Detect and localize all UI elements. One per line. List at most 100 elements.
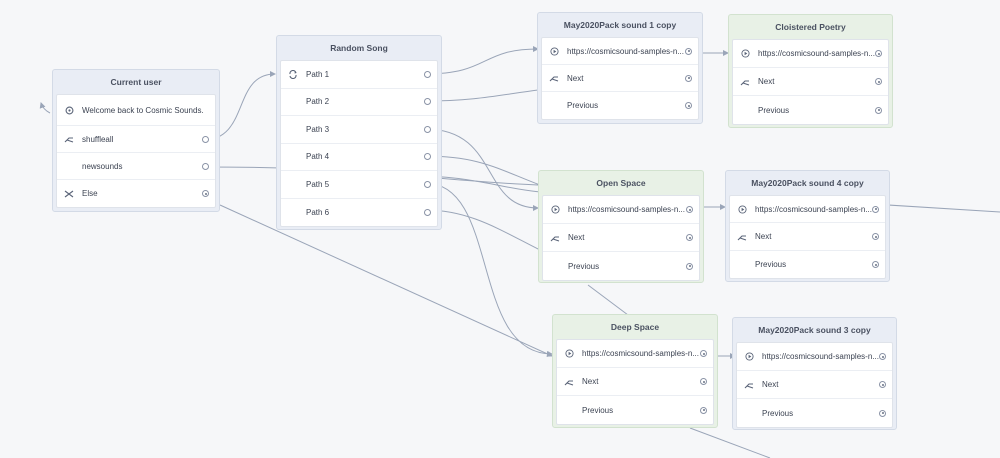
- node-row[interactable]: https://cosmicsound-samples-n...: [737, 343, 892, 371]
- output-port[interactable]: [202, 135, 209, 143]
- node-cloistered-poetry[interactable]: Cloistered Poetry https://cosmicsound-sa…: [728, 14, 893, 128]
- output-port[interactable]: [685, 102, 692, 109]
- node-deep-space[interactable]: Deep Space https://cosmicsound-samples-n…: [552, 314, 718, 428]
- node-row[interactable]: Next: [737, 371, 892, 399]
- node-row[interactable]: Path 6: [281, 199, 437, 227]
- row-label: Next: [762, 380, 779, 389]
- row-label: Next: [568, 233, 585, 242]
- node-row[interactable]: Previous: [543, 252, 699, 280]
- node-row[interactable]: Next: [543, 224, 699, 252]
- node-row[interactable]: https://cosmicsound-samples-n...: [543, 196, 699, 224]
- output-port[interactable]: [686, 234, 693, 241]
- branch-icon: [562, 378, 576, 386]
- output-port[interactable]: [875, 50, 882, 57]
- connection-line: [424, 155, 541, 186]
- output-port[interactable]: [424, 208, 431, 216]
- branch-icon: [735, 233, 749, 241]
- row-label: Path 6: [306, 207, 330, 217]
- node-row[interactable]: Next: [733, 68, 888, 96]
- node-rows: https://cosmicsound-samples-n... Next Pr…: [732, 39, 889, 125]
- output-port[interactable]: [424, 180, 431, 188]
- node-row[interactable]: https://cosmicsound-samples-n...: [733, 40, 888, 68]
- branch-icon: [62, 135, 76, 143]
- node-row[interactable]: https://cosmicsound-samples-n...: [542, 38, 698, 65]
- node-row[interactable]: Next: [542, 65, 698, 92]
- node-rows: https://cosmicsound-samples-n... Next Pr…: [556, 339, 714, 425]
- output-port[interactable]: [872, 233, 879, 240]
- node-may-sound-4[interactable]: May2020Pack sound 4 copy https://cosmics…: [725, 170, 890, 282]
- output-port[interactable]: [879, 381, 886, 388]
- node-row[interactable]: newsounds: [57, 153, 215, 180]
- node-row[interactable]: Path 3: [281, 116, 437, 144]
- output-port[interactable]: [700, 406, 707, 414]
- play-icon: [742, 352, 756, 361]
- node-row[interactable]: Next: [557, 368, 713, 396]
- node-may-sound-1[interactable]: May2020Pack sound 1 copy https://cosmics…: [537, 12, 703, 124]
- row-label: Previous: [758, 105, 790, 115]
- output-port[interactable]: [685, 47, 692, 55]
- node-row[interactable]: Previous: [542, 92, 698, 119]
- output-port[interactable]: [424, 153, 431, 161]
- node-title: May2020Pack sound 3 copy: [758, 325, 871, 335]
- node-title: May2020Pack sound 1 copy: [563, 20, 677, 30]
- branch-icon: [738, 78, 752, 86]
- node-row[interactable]: Previous: [737, 399, 892, 427]
- row-label: shuffleall: [82, 134, 114, 144]
- branch-icon: [742, 381, 756, 389]
- connection-line: [39, 102, 51, 114]
- node-row[interactable]: Previous: [730, 251, 885, 278]
- node-row[interactable]: shuffleall: [57, 126, 215, 153]
- node-row[interactable]: Previous: [557, 396, 713, 424]
- node-may-sound-3[interactable]: May2020Pack sound 3 copy https://cosmics…: [732, 317, 897, 430]
- row-label: https://cosmicsound-samples-n...: [568, 205, 685, 214]
- output-port[interactable]: [875, 106, 882, 114]
- row-label: Next: [755, 232, 772, 241]
- output-port[interactable]: [686, 262, 693, 270]
- branch-icon: [548, 234, 562, 242]
- row-label: Next: [758, 77, 775, 86]
- node-row[interactable]: Path 4: [281, 144, 437, 171]
- node-row[interactable]: Path 2: [281, 89, 437, 116]
- output-port[interactable]: [202, 190, 209, 197]
- output-port[interactable]: [872, 261, 879, 268]
- output-port[interactable]: [879, 409, 886, 417]
- row-label: Previous: [755, 260, 787, 269]
- play-icon: [547, 46, 561, 56]
- row-label: Else: [82, 189, 98, 198]
- output-port[interactable]: [686, 206, 693, 213]
- node-row[interactable]: Else: [57, 180, 215, 207]
- row-label: Previous: [762, 408, 794, 418]
- output-port[interactable]: [424, 125, 431, 133]
- node-row[interactable]: Welcome back to Cosmic Sounds.: [57, 95, 215, 126]
- branch-icon: [547, 74, 561, 82]
- row-label: https://cosmicsound-samples-n...: [582, 349, 699, 358]
- output-port[interactable]: [700, 378, 707, 385]
- play-icon: [738, 49, 752, 58]
- node-open-space[interactable]: Open Space https://cosmicsound-samples-n…: [538, 170, 704, 283]
- row-label: https://cosmicsound-samples-n...: [755, 204, 872, 214]
- node-random-song[interactable]: Random Song Path 1 Path 2 Path 3: [276, 35, 442, 230]
- connection-line: [424, 175, 541, 193]
- repeat-icon: [286, 69, 300, 79]
- output-port[interactable]: [424, 98, 431, 106]
- node-row[interactable]: Previous: [733, 96, 888, 124]
- node-row[interactable]: Next: [730, 223, 885, 251]
- output-port[interactable]: [700, 350, 707, 357]
- connection-line: [689, 427, 771, 458]
- output-port[interactable]: [685, 74, 692, 82]
- output-port[interactable]: [879, 353, 886, 360]
- connection-line: [587, 284, 629, 316]
- output-port[interactable]: [202, 162, 209, 170]
- row-label: Path 5: [306, 179, 330, 189]
- output-port[interactable]: [424, 70, 431, 78]
- node-row[interactable]: Path 1: [281, 61, 437, 89]
- node-row[interactable]: Path 5: [281, 171, 437, 199]
- node-current-user[interactable]: Current user Welcome back to Cosmic Soun…: [52, 69, 220, 212]
- node-row[interactable]: https://cosmicsound-samples-n...: [730, 196, 885, 223]
- output-port[interactable]: [875, 78, 882, 85]
- node-rows: Path 1 Path 2 Path 3 Path 4 Path 5: [280, 60, 438, 227]
- node-row[interactable]: https://cosmicsound-samples-n...: [557, 340, 713, 368]
- output-port[interactable]: [872, 205, 879, 213]
- row-label: Path 2: [306, 97, 330, 107]
